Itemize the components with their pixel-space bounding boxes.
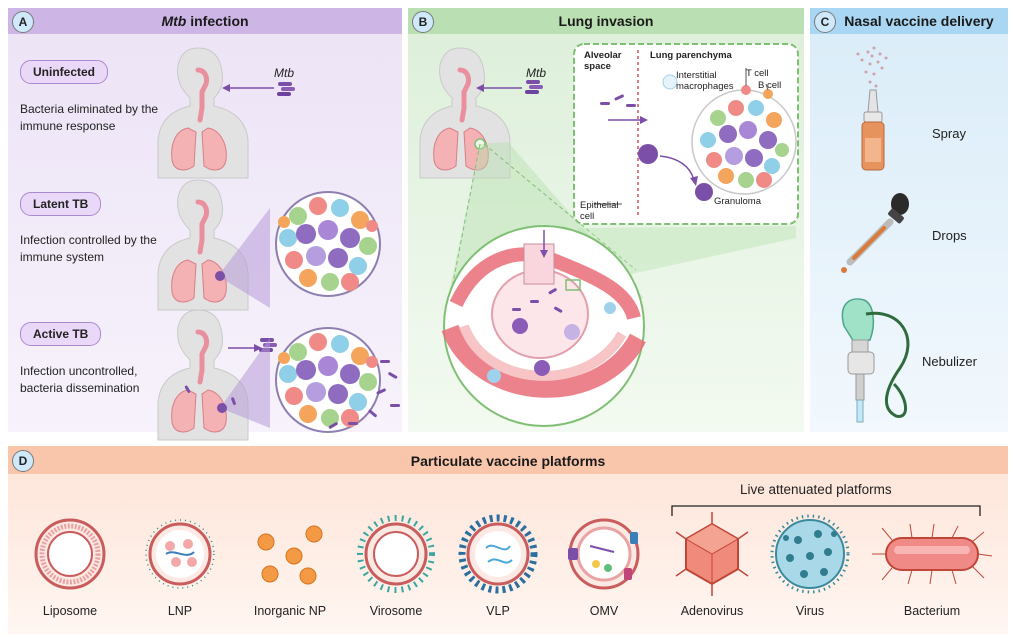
label-virosome: Virosome [369,604,423,618]
inset-lung-parenchyma [573,43,799,225]
body-active-tb [158,310,248,440]
panel-a-header: A Mtb infection [8,8,402,34]
mtb-bacteria-icon [277,82,295,96]
panel-c-header: C Nasal vaccine delivery [810,8,1008,34]
inorganic-np-icon [257,525,323,585]
label-adenovirus: Adenovirus [680,604,744,618]
panel-c-illustrations [841,46,910,423]
panel-d-letter: D [12,450,34,472]
granuloma-active [275,327,381,433]
mtb-bacteria-icon-b [525,80,543,94]
body-lung-invasion [419,47,511,179]
lnp-icon [145,519,215,589]
pill-latent-tb: Latent TB [20,192,102,216]
body-uninfected [158,48,248,178]
nebulizer-icon [841,298,910,423]
panel-a-title: Mtb infection [8,13,402,29]
panel-a-letter: A [12,11,34,33]
desc-uninfected: Bacteria eliminated by the immune respon… [20,102,159,133]
panel-b-lung-invasion: B Lung invasion [408,8,804,432]
label-liposome: Liposome [42,604,98,618]
nasal-drops-icon [841,193,909,273]
label-inorganic-np: Inorganic NP [253,604,327,618]
label-virus: Virus [795,604,825,618]
desc-active-tb: Infection uncontrolled, bacteria dissemi… [20,364,140,395]
label-vlp: VLP [486,604,510,618]
panel-c-letter: C [814,11,836,33]
label-omv: OMV [589,604,619,618]
panel-a-title-italic: Mtb [161,13,187,29]
omv-icon [568,518,640,590]
vlp-icon [458,514,538,594]
granuloma-latent [275,191,381,297]
panel-d-particulate-platforms: D Particulate vaccine platforms Live att… [8,446,1008,634]
panel-b-illustrations [419,43,799,427]
label-live-attenuated: Live attenuated platforms [740,482,892,497]
label-bacterium: Bacterium [903,604,961,618]
label-t-cell: T cell [746,68,769,79]
panel-a-mtb-infection: A Mtb infection Uninfected Bacteria elim… [8,8,402,432]
panel-b-title: Lung invasion [558,13,654,29]
label-alveolar-space: Alveolar space [584,50,622,72]
label-epithelial-cell: Epithelial cell [580,200,619,222]
body-latent-tb [158,180,248,310]
nasal-spray-icon [856,46,888,171]
label-lnp: LNP [167,604,193,618]
panel-b-header: B Lung invasion [408,8,804,34]
desc-latent-tb: Infection controlled by the immune syste… [20,233,157,264]
adenovirus-icon [675,512,749,596]
panel-d-illustrations [34,505,993,596]
label-lung-parenchyma: Lung parenchyma [650,50,732,61]
virosome-icon [357,515,435,593]
label-nebulizer: Nebulizer [922,354,977,369]
disseminated-bacteria [184,360,400,429]
pill-uninfected: Uninfected [20,60,109,84]
pill-active-tb: Active TB [20,322,102,346]
panel-a-title-rest: infection [186,13,249,29]
panel-d-title: Particulate vaccine platforms [410,453,606,469]
bacterium-icon [872,523,993,585]
label-interstitial-macrophages: Interstitial macrophages [676,70,734,92]
alveolus-zoom [441,225,646,427]
panel-a-mtb-label: Mtb [274,66,295,80]
liposome-icon [34,518,106,590]
live-attenuated-bracket [671,505,981,516]
panel-c-title: Nasal vaccine delivery [844,13,994,29]
label-granuloma: Granuloma [714,196,761,207]
panel-b-letter: B [412,11,434,33]
panel-c-nasal-vaccine-delivery: C Nasal vaccine delivery [810,8,1008,432]
virus-icon [770,514,850,594]
panel-a-illustrations [8,8,400,433]
panel-b-mtb-label: Mtb [526,66,547,80]
label-drops: Drops [932,228,967,243]
panel-d-header: D Particulate vaccine platforms [8,446,1008,474]
label-b-cell: B cell [758,80,782,91]
label-spray: Spray [932,126,966,141]
